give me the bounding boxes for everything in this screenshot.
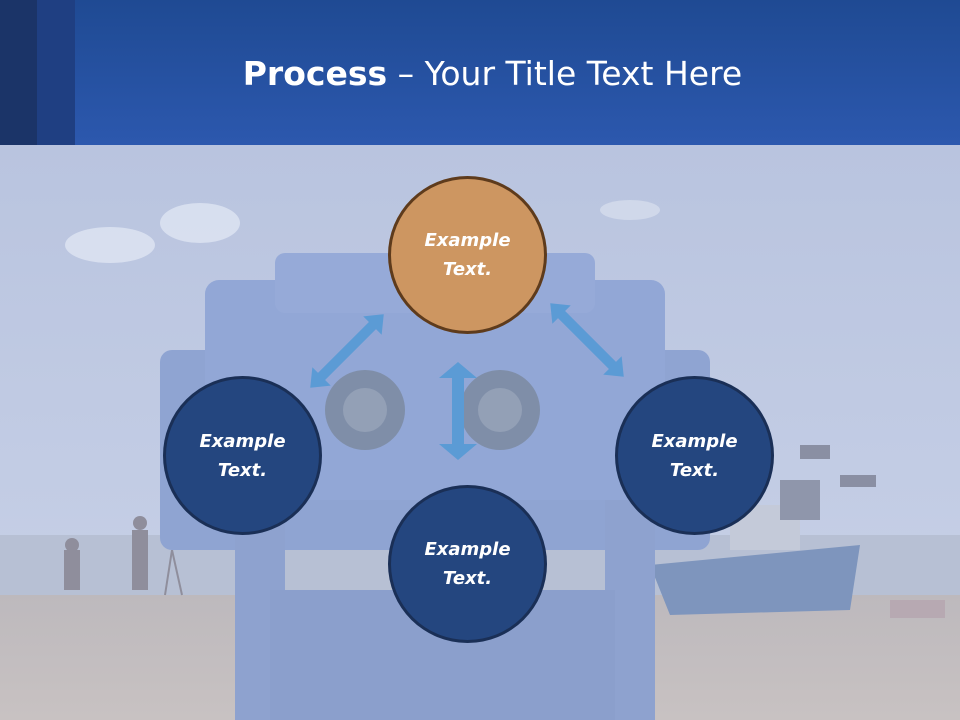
node-right-line1: Example	[651, 430, 738, 452]
title-rest: – Your Title Text Here	[387, 54, 743, 93]
slide-title: Process – Your Title Text Here	[0, 52, 960, 96]
double-arrow-left-top	[310, 314, 384, 388]
node-bottom-line1: Example	[424, 539, 511, 560]
node-left-line1: Example	[199, 430, 286, 452]
node-right-line2: Text.	[669, 459, 720, 481]
title-bold: Process	[242, 54, 388, 93]
node-top-line2: Text.	[442, 259, 493, 280]
title-bar-stripe	[0, 0, 37, 145]
node-top-line1: Example	[424, 230, 511, 251]
double-arrow-top-bottom	[439, 362, 477, 460]
node-left-line2: Text.	[217, 459, 268, 481]
title-bar-stripe	[37, 0, 75, 145]
title-bar: Process – Your Title Text Here	[0, 0, 960, 145]
double-arrow-top-right	[550, 303, 624, 377]
node-bottom-line2: Text.	[442, 568, 493, 589]
